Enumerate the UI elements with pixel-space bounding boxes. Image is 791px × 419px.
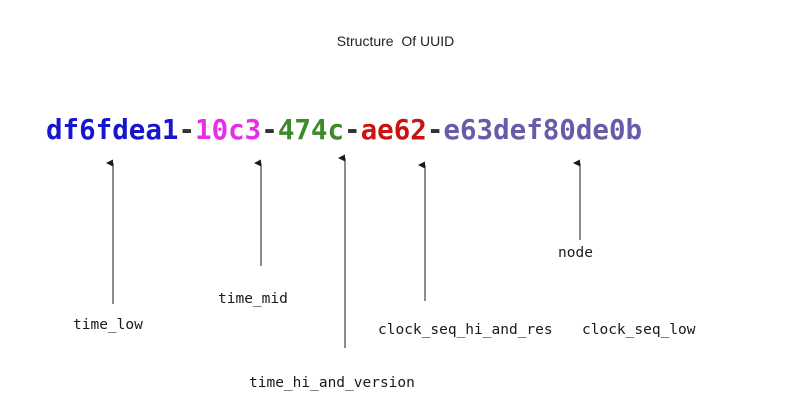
uuid-separator: - — [178, 114, 196, 146]
diagram-title: Structure Of UUID — [336, 33, 455, 49]
label-time-hi-and-version: time_hi_and_version — [249, 375, 415, 391]
label-time-mid: time_mid — [218, 291, 288, 307]
label-time-low: time_low — [73, 317, 143, 333]
label-clock-seq-low: clock_seq_low — [582, 322, 696, 338]
label-clock-seq-hi-and-res: clock_seq_hi_and_res — [378, 322, 553, 338]
label-node: node — [558, 245, 593, 261]
uuid-segment-time-hi-and-version: 474c — [277, 114, 345, 146]
uuid-separator: - — [261, 114, 278, 146]
uuid-string: df6fdea1-10c3-474c-ae62-e63def80de0b — [46, 110, 642, 150]
uuid-separator: - — [426, 114, 444, 146]
uuid-segment-time-mid: 10c3 — [195, 114, 262, 146]
uuid-segment-node: e63def80de0b — [443, 114, 643, 146]
uuid-segment-clock-seq: ae62 — [360, 114, 427, 146]
uuid-separator: - — [344, 114, 361, 146]
uuid-segment-time-low: df6fdea1 — [46, 114, 179, 146]
